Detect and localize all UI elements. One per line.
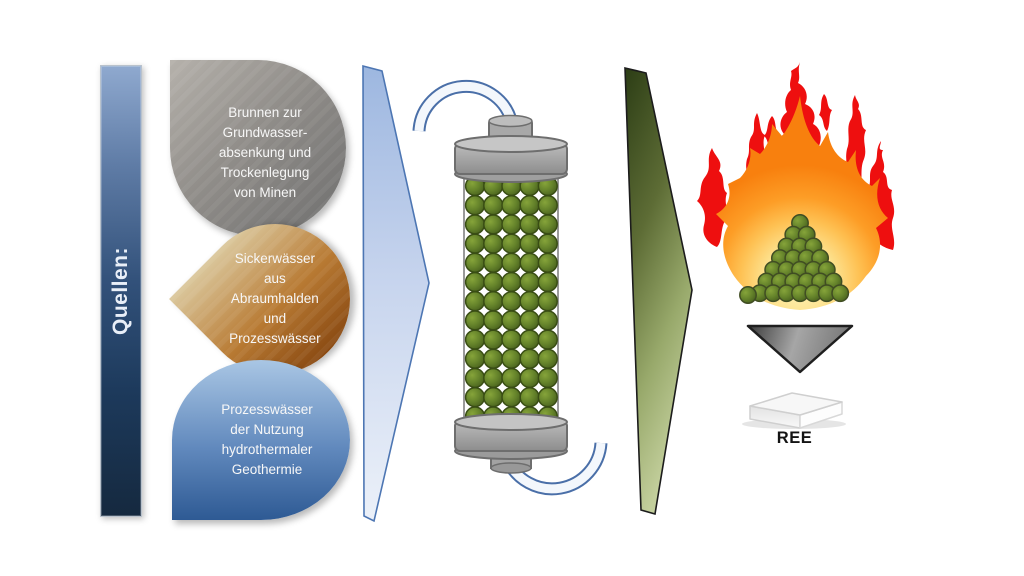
column-sphere [464,348,486,369]
column-sphere [464,291,486,312]
column-sphere [501,271,522,293]
flow-arrow-green-icon [624,66,693,516]
pyramid-sphere [831,284,850,303]
column-sphere [519,291,540,312]
column-sphere [483,348,504,369]
column-sphere [483,214,504,235]
column-sphere [483,387,504,408]
column-sphere [519,387,540,408]
column-bottom-cap-icon [454,413,568,460]
column-sphere [464,387,486,408]
sources-bar: Quellen: [100,65,142,517]
pyramid-sphere [739,286,757,304]
column-sphere [483,310,504,331]
column-sphere [464,367,486,389]
column-bottom-port-icon [490,462,532,474]
column-sphere [537,252,558,273]
column-sphere [464,195,486,216]
source-blob-mine-wells-text: Brunnen zur Grundwasser- absenkung und T… [218,105,312,200]
column-sphere [537,214,558,235]
column-top-port-icon [488,114,533,128]
column-sphere [537,195,558,216]
column-spheres [464,175,558,427]
column-sphere [501,310,522,331]
column-sphere [537,310,558,331]
inlet-tube-icon [412,79,519,132]
column-sphere [537,271,558,293]
column-sphere [501,233,522,254]
column-sphere [501,195,522,216]
column-sphere [501,214,522,235]
column-sphere [537,348,558,369]
column-sphere [483,252,504,273]
down-arrow-icon [746,324,854,374]
column-sphere [464,252,486,273]
packed-column [454,114,568,474]
column-sphere [464,329,486,350]
column-sphere [483,291,504,312]
column-sphere [519,195,540,216]
flame-icon [697,62,895,310]
column-sphere [501,329,522,350]
column-sphere [501,367,522,389]
column-sphere [519,252,540,273]
ree-ingot-icon [742,392,846,429]
column-sphere [537,329,558,350]
flame-body [716,96,888,310]
column-sphere [501,348,522,369]
column-sphere [464,214,486,235]
source-blob-mine-wells: Brunnen zur Grundwasser- absenkung und T… [170,60,346,236]
column-sphere [519,329,540,350]
sphere-pyramid [739,214,850,304]
column-sphere [519,233,540,254]
column-sphere [501,291,522,312]
column-sphere [464,233,486,254]
source-blob-geothermal: Prozesswässer der Nutzung hydrothermaler… [172,360,350,520]
column-sphere [501,387,522,408]
column-sphere [519,310,540,331]
column-sphere [537,291,558,312]
ree-label: REE [776,429,813,447]
column-sphere [464,310,486,331]
column-sphere [519,367,540,389]
column-sphere [483,233,504,254]
column-sphere [464,271,486,293]
column-sphere [519,271,540,293]
column-sphere [501,252,522,273]
column-sphere [537,233,558,254]
column-sphere [483,329,504,350]
source-blob-tailings-leachate-text: Sickerwässer aus Abraumhalden und Prozes… [229,251,321,346]
source-blob-geothermal-text: Prozesswässer der Nutzung hydrothermaler… [221,402,313,477]
column-sphere [537,367,558,389]
column-top-cap-icon [454,135,568,183]
column-sphere [519,214,540,235]
column-sphere [483,195,504,216]
column-sphere [483,271,504,293]
column-sphere [519,348,540,369]
flow-arrow-water-icon [362,64,430,523]
outlet-tube-icon [501,442,608,496]
column-sphere [537,387,558,408]
column-sphere [483,367,504,389]
